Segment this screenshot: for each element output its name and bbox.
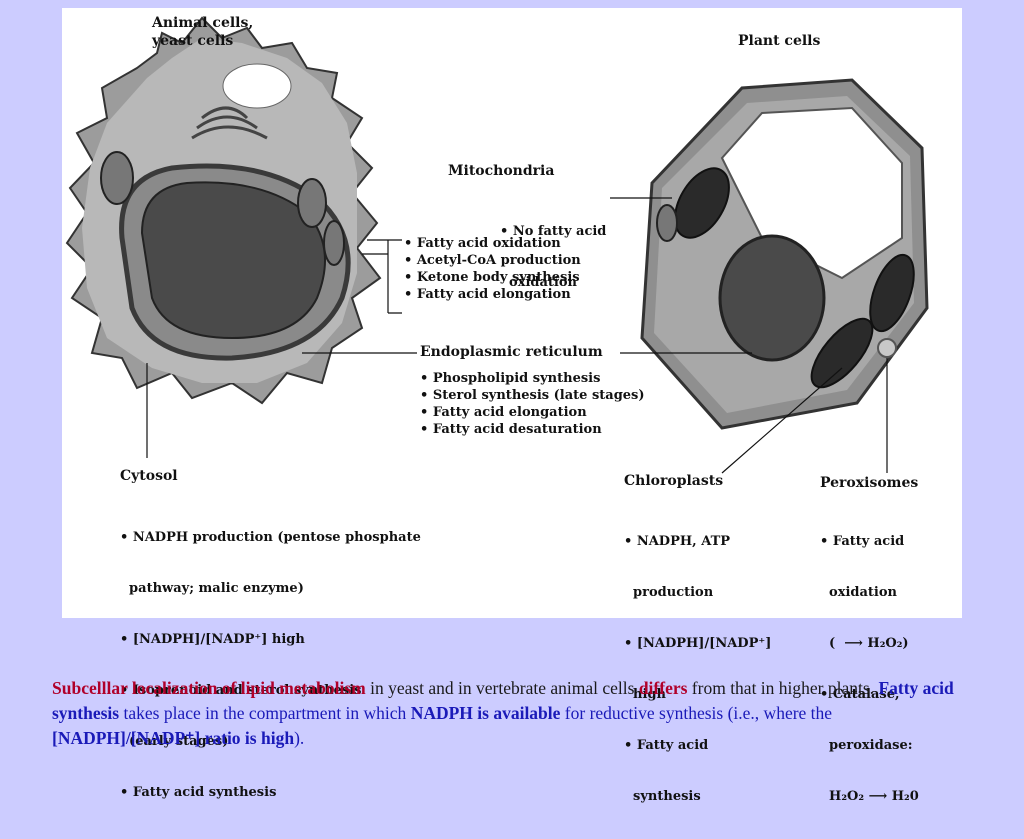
cytosol-item: • Isoprenoid and sterol synthesis — [120, 683, 362, 698]
caption-part: Subcelllar localization of lipid metabol… — [52, 678, 366, 698]
perox-item: oxidation — [820, 585, 897, 600]
golgi — [191, 106, 268, 140]
plant-nucleus — [718, 234, 826, 362]
caption-part: for reductive synthesis (i.e., where the — [560, 703, 833, 723]
animal-mitochondrion — [323, 220, 345, 266]
mito-animal-item: • Ketone body synthesis — [404, 270, 580, 285]
caption-part: differs — [638, 678, 688, 698]
chloro-item: synthesis — [624, 789, 701, 804]
er-item: • Fatty acid elongation — [420, 405, 587, 420]
chloroplast — [810, 317, 874, 389]
perox-item: H₂O₂ ⟶ H₂0 — [820, 789, 919, 804]
cell-illustration — [65, 16, 929, 474]
chloro-item: • [NADPH]/[NADP⁺] — [624, 636, 772, 651]
er-item: • Sterol synthesis (late stages) — [420, 388, 645, 403]
mito-animal-item: • Fatty acid elongation — [404, 287, 571, 302]
cytosol-list: • NADPH production (pentose phosphate pa… — [120, 495, 421, 835]
peroxisomes-list: • Fatty acid oxidation ( ⟶ H₂O₂) • Catal… — [820, 499, 919, 839]
er-title: Endoplasmic reticulum — [420, 344, 603, 360]
plant-cells-title: Plant cells — [738, 33, 821, 49]
caption-part: in yeast and in vertebrate animal cells — [365, 678, 639, 698]
caption-part: from that in higher plants. — [687, 678, 879, 698]
chloroplast — [869, 253, 915, 333]
er-item: • Fatty acid desaturation — [420, 422, 602, 437]
chloro-item: • NADPH, ATP — [624, 534, 731, 549]
er-item: • Phospholipid synthesis — [420, 371, 601, 386]
cytosol-item: • NADPH production (pentose phosphate — [120, 530, 421, 545]
chloro-item: • Fatty acid — [624, 738, 709, 753]
mitochondria-title: Mitochondria — [448, 163, 555, 179]
peroxisomes-title: Peroxisomes — [820, 475, 919, 491]
plant-mitochondrion — [656, 204, 678, 242]
cytosol-item: pathway; malic enzyme) — [120, 581, 304, 596]
mito-animal-item: • Acetyl-CoA production — [404, 253, 581, 268]
cytosol-item: • [NADPH]/[NADP⁺] high — [120, 632, 305, 647]
animal-mitochondrion — [100, 151, 134, 205]
chloroplasts-title: Chloroplasts — [624, 473, 724, 489]
caption-text: Subcelllar localization of lipid metabol… — [52, 676, 982, 751]
er-list: • Phospholipid synthesis • Sterol synthe… — [420, 370, 645, 438]
cytosol-item: • Fatty acid synthesis — [120, 785, 277, 800]
figure-panel: Animal cells, yeast cells Plant cells Mi… — [62, 8, 962, 804]
mito-plant-item: • No fatty acid — [500, 224, 607, 239]
mitochondria-plant-list: • No fatty acid oxidation — [500, 189, 606, 325]
perox-item: • Catalase, — [820, 687, 900, 702]
caption-part: takes place in the compartment in which — [119, 703, 411, 723]
animal-mitochondrion — [297, 178, 327, 228]
caption-part: Fatty acid synthesis — [52, 678, 954, 723]
caption-part: ). — [294, 728, 305, 748]
mito-animal-item: • Fatty acid oxidation — [404, 236, 561, 251]
chloroplast — [674, 167, 730, 239]
cytosol-item: (early stages) — [120, 734, 229, 749]
cytosol-title: Cytosol — [120, 468, 178, 484]
chloro-item: production — [624, 585, 714, 600]
perox-item: peroxidase: — [820, 738, 913, 753]
mito-plant-item: oxidation — [500, 275, 577, 290]
caption-part: NADPH is available — [410, 703, 561, 723]
mitochondria-animal-list: • Fatty acid oxidation • Acetyl-CoA prod… — [404, 235, 581, 303]
chloroplasts-list: • NADPH, ATP production • [NADPH]/[NADP⁺… — [624, 499, 771, 839]
peroxisome — [877, 338, 897, 358]
caption-part: [NADPH]/[NADP⁺] ratio is high — [52, 728, 295, 748]
animal-nucleus — [140, 181, 326, 340]
perox-item: ( ⟶ H₂O₂) — [820, 636, 909, 651]
chloro-item: high — [624, 687, 666, 702]
animal-vacuole — [222, 63, 292, 109]
perox-item: • Fatty acid — [820, 534, 905, 549]
animal-cells-title: Animal cells, yeast cells — [152, 15, 254, 49]
